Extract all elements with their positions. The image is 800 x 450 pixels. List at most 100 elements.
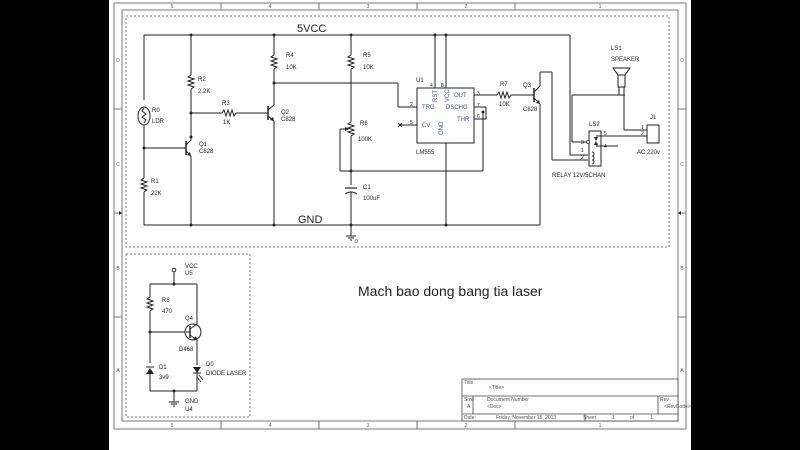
d1-ref: D1 <box>159 365 167 371</box>
relay-ls2 <box>586 130 620 167</box>
ls2-ref: LS2 <box>589 122 600 128</box>
vcc-label: 5VCC <box>297 23 326 35</box>
speaker-ls1 <box>612 67 640 131</box>
d1-value: 3v9 <box>159 375 169 381</box>
svg-text:RST: RST <box>433 90 439 102</box>
r2-value: 2.2K <box>198 89 210 95</box>
r4-value: 10K <box>286 65 297 71</box>
svg-text:THR: THR <box>457 117 470 123</box>
svg-text:1: 1 <box>641 125 644 131</box>
q3-value: C828 <box>523 107 538 113</box>
schematic-sheet: 5 4 3 2 1 5 4 3 2 1 D C B A D C B A 5VCC… <box>109 0 691 450</box>
row-marker: C <box>680 162 684 168</box>
c1-value: 100uF <box>363 196 380 202</box>
laser-circuit-frame <box>125 253 251 418</box>
sheet-border: 5 4 3 2 1 5 4 3 2 1 D C B A D C B A <box>113 2 687 430</box>
row-marker: D <box>116 58 120 64</box>
zener-d1 <box>146 366 154 391</box>
vcc-port-ref: U5 <box>185 271 193 277</box>
row-marker: D <box>680 58 684 64</box>
resistor-r4 <box>269 54 279 70</box>
u1-value: LM555 <box>416 150 435 156</box>
c1-ref: C1 <box>363 185 371 191</box>
transistor-q3 <box>533 71 588 225</box>
vcc-port-label: VCC <box>185 264 198 270</box>
svg-text:6: 6 <box>477 114 480 120</box>
resistor-r1 <box>139 177 149 193</box>
r7-ref: R7 <box>500 82 508 88</box>
ls1-ref: LS1 <box>611 46 622 52</box>
j1-ref: J1 <box>650 115 657 121</box>
column-marker: 4 <box>269 4 272 10</box>
row-marker: B <box>680 266 684 272</box>
gnd-port-label: GND <box>185 399 199 405</box>
ls2-value: RELAY 12V/5CHAN <box>552 173 605 179</box>
circuit-caption: Mach bao dong bang tia laser <box>358 283 543 299</box>
of-label: of <box>630 415 635 421</box>
r7-value: 10K <box>499 102 510 108</box>
row-marker: A <box>680 368 684 374</box>
r8-value: 470 <box>162 309 173 315</box>
row-marker: A <box>116 368 120 374</box>
ic-u1-lm555: RST VCC OUT TRG DSCHG THR CV GND 4 8 2 5… <box>397 33 487 227</box>
capacitor-c1 <box>344 187 358 225</box>
q2-value: C828 <box>281 117 296 123</box>
r0-value: LDR <box>152 119 165 125</box>
laser-diode-d0 <box>193 367 204 391</box>
r5-ref: R5 <box>363 53 371 59</box>
main-circuit-frame <box>125 15 670 248</box>
column-marker: 3 <box>367 423 370 429</box>
svg-text:5: 5 <box>604 131 607 137</box>
svg-text:DSCHG: DSCHG <box>446 105 468 111</box>
title-block: Title <Title> Size A Document Number <Do… <box>461 378 691 422</box>
q4-value: D468 <box>179 347 194 353</box>
main-circuit: 5VCC GND R0 LDR R1 22K R2 2.2K <box>137 23 660 245</box>
column-marker: 5 <box>171 423 174 429</box>
svg-text:OUT: OUT <box>454 93 467 99</box>
resistor-r5 <box>346 54 356 70</box>
resistor-r2 <box>186 74 196 90</box>
r3-ref: R3 <box>222 101 230 107</box>
r8-ref: R8 <box>162 298 170 304</box>
svg-text:2: 2 <box>581 155 584 161</box>
docnum-label: Document Number <box>487 397 529 403</box>
column-marker: 1 <box>599 4 602 10</box>
svg-text:4: 4 <box>430 83 433 89</box>
ldr-r0 <box>137 106 151 126</box>
svg-text:8: 8 <box>441 83 444 89</box>
svg-text:VCC: VCC <box>445 89 451 102</box>
sheet-label: Sheet <box>583 415 597 421</box>
q3-ref: Q3 <box>523 83 532 89</box>
u1-ref: U1 <box>416 78 424 84</box>
size-value: A <box>467 404 471 410</box>
svg-text:5: 5 <box>410 120 413 126</box>
connector-j1 <box>620 124 660 144</box>
transistor-q4 <box>184 284 202 365</box>
resistor-r8 <box>145 296 155 312</box>
d0-ref: D0 <box>206 362 214 368</box>
j1-value: AC 220v <box>637 150 660 156</box>
transistor-q1 <box>144 137 192 225</box>
r4-ref: R4 <box>286 53 294 59</box>
q1-value: C828 <box>199 149 214 155</box>
column-marker: 5 <box>171 4 174 10</box>
ls1-value: SPEAKER <box>611 57 640 63</box>
svg-text:CV: CV <box>422 123 430 129</box>
r3-value: 1K <box>223 120 230 126</box>
column-marker: 2 <box>465 423 468 429</box>
date-value: Friday, November 15, 2013 <box>496 415 556 421</box>
svg-text:3: 3 <box>581 140 584 146</box>
title-label: Title <box>464 380 473 386</box>
gnd-port-ref: U4 <box>185 407 193 413</box>
svg-text:2: 2 <box>410 102 413 108</box>
resistor-r3 <box>221 108 237 118</box>
r1-ref: R1 <box>151 179 159 185</box>
rev-value: <RevCode> <box>664 404 691 410</box>
column-marker: 2 <box>465 4 468 10</box>
title-value: <Title> <box>489 385 504 391</box>
r6-value: 100K <box>358 137 372 143</box>
q4-ref: Q4 <box>185 316 194 322</box>
schematic-canvas: 5 4 3 2 1 5 4 3 2 1 D C B A D C B A 5VCC… <box>113 2 691 430</box>
q2-ref: Q2 <box>281 110 290 116</box>
of-value: 1 <box>650 415 653 421</box>
